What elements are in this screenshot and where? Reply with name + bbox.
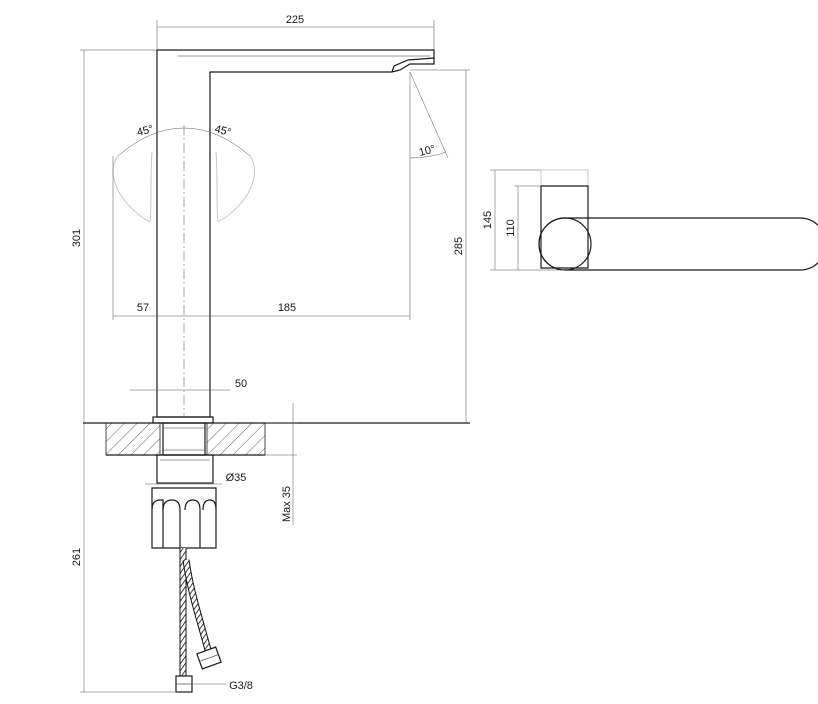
dim-handle-offset: 57	[137, 302, 149, 314]
dim-spout-projection: 185	[278, 302, 296, 314]
dim-hose-thread: G3/8	[229, 680, 253, 692]
supply-hoses	[175, 548, 222, 693]
dim-max-thickness: Max 35	[281, 486, 293, 522]
dim-handle-left-angle: 45°	[136, 123, 155, 139]
dim-below-mount: 261	[71, 548, 83, 566]
shank-nut	[151, 454, 217, 549]
dim-spout-angle: 10°	[418, 143, 437, 159]
dim-total-height: 301	[71, 229, 83, 247]
faucet-body	[152, 49, 435, 424]
dim-shank-diameter: Ø35	[226, 472, 247, 484]
countertop	[83, 422, 470, 456]
side-view	[538, 169, 818, 271]
dim-spout-reach: 225	[286, 14, 304, 26]
dimension-lines	[80, 20, 565, 693]
dim-spout-height: 285	[453, 237, 465, 255]
handle-ghost-left	[112, 151, 153, 223]
dim-side-height-outer: 145	[482, 211, 494, 229]
dim-side-height-inner: 110	[505, 219, 517, 237]
handle-ghost-right	[215, 151, 255, 223]
dim-body-width: 50	[235, 378, 247, 390]
dim-handle-right-angle: 45°	[213, 123, 232, 139]
